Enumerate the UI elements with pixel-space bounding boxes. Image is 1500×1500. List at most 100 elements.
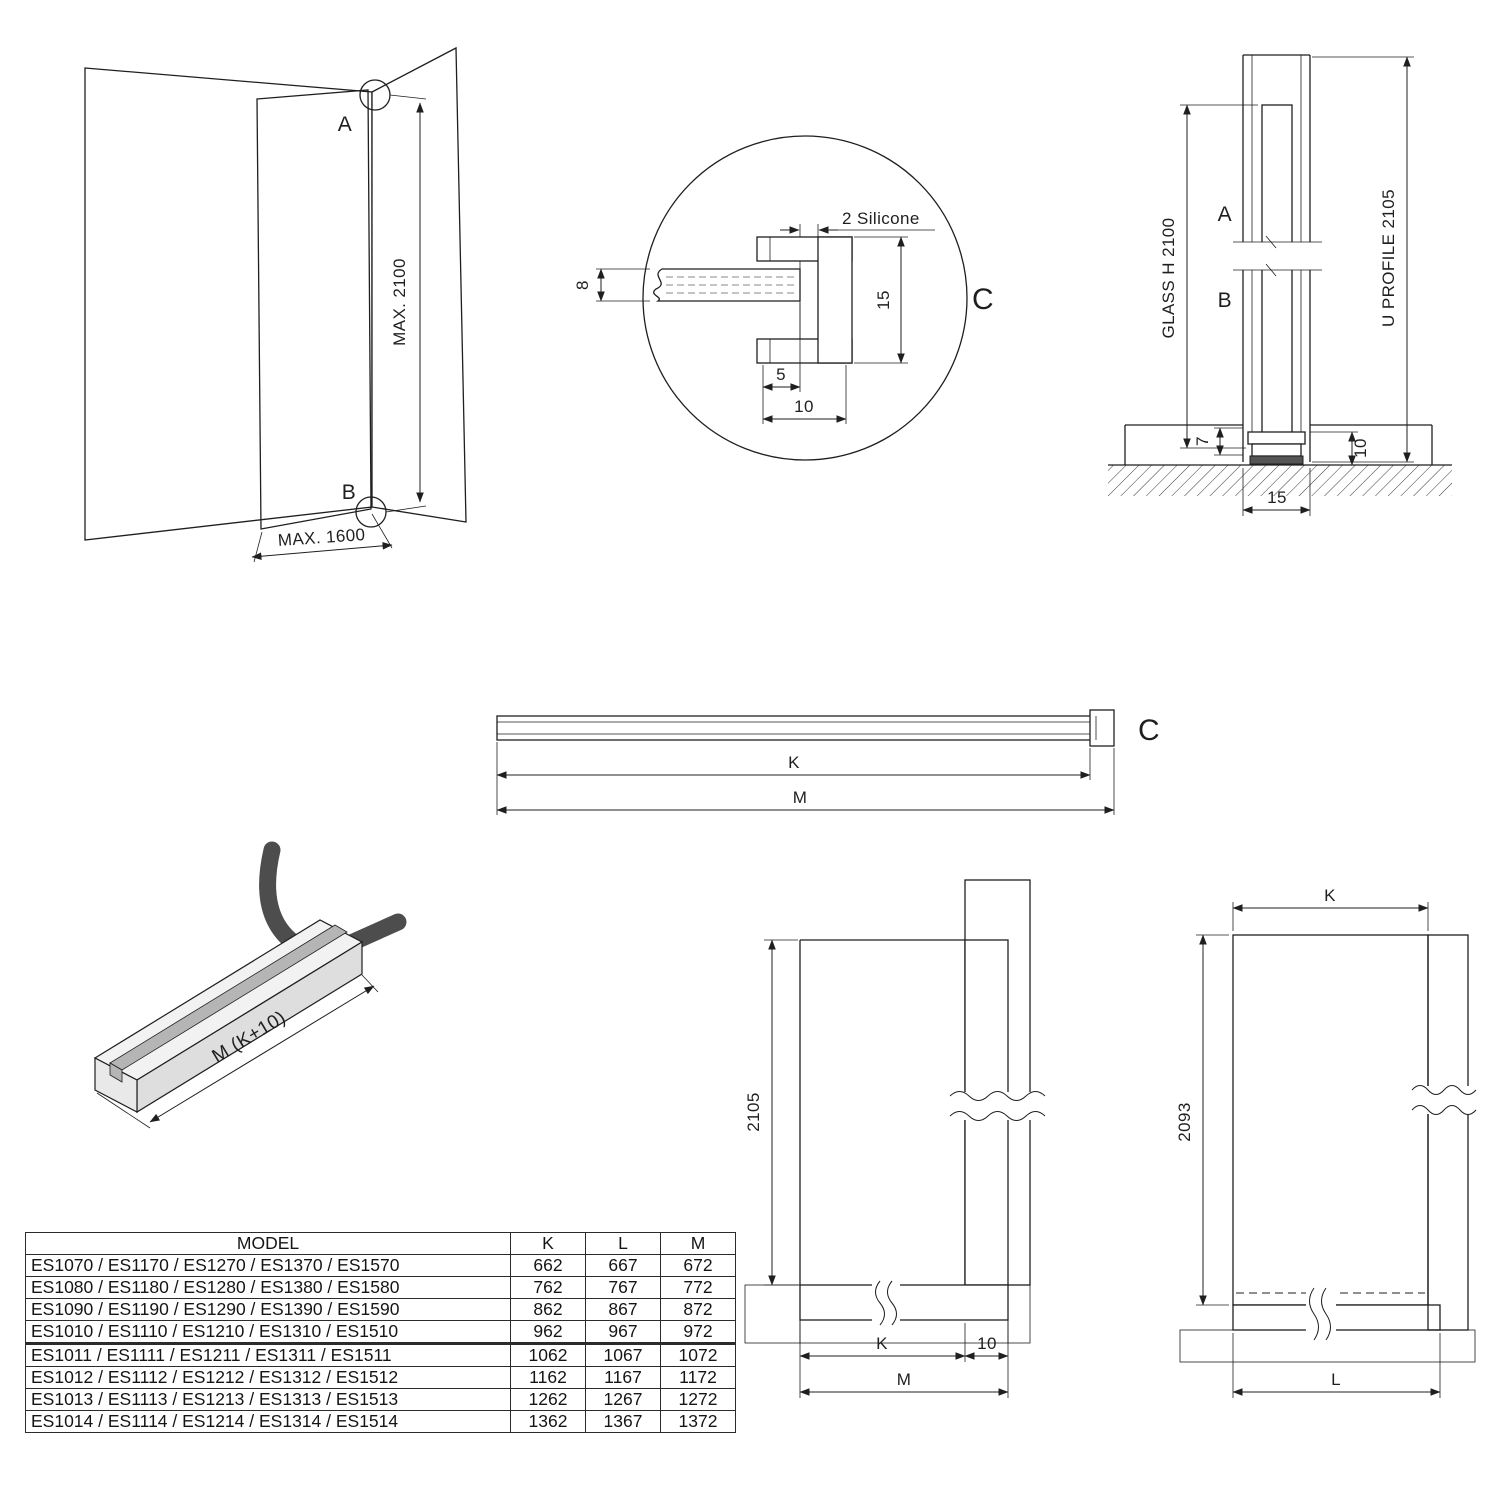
dim-text-5: 5 — [776, 365, 786, 384]
glass-panel — [256, 89, 372, 530]
cell-k: 662 — [510, 1254, 586, 1277]
wall-hatch-right — [1427, 934, 1469, 1331]
dim-10-section: 10 — [1310, 431, 1370, 466]
iso-corner-view: A B MAX. 2100 MAX. 1600 — [84, 46, 467, 563]
dim-text-uprofile: U PROFILE 2105 — [1379, 189, 1398, 327]
dim-text-k-elev: K — [876, 1334, 888, 1353]
col-header-m: M — [660, 1232, 736, 1255]
detail-c-view: 2 Silicone 8 15 5 10 C — [573, 135, 994, 461]
table-row: ES1070 / ES1170 / ES1270 / ES1370 / ES15… — [25, 1254, 736, 1277]
label-a-section: A — [1218, 203, 1232, 226]
label-c-plan: C — [1138, 714, 1160, 747]
bottom-profile-elevation — [1232, 1304, 1441, 1331]
cell-m: 1172 — [660, 1366, 736, 1389]
dim-text-m-elev: M — [897, 1370, 912, 1389]
dim-text-15: 15 — [874, 290, 893, 310]
label-a: A — [338, 113, 352, 136]
cell-l: 867 — [585, 1298, 661, 1321]
dim-k-elevation: K — [799, 1323, 966, 1398]
break-band — [1230, 235, 1325, 277]
dim-15-section: 15 — [1242, 468, 1311, 516]
dim-k-glass: K — [1232, 886, 1429, 931]
left-wall — [84, 67, 373, 541]
silicone-bead — [799, 260, 819, 340]
glass-edge — [653, 268, 801, 302]
cell-model: ES1012 / ES1112 / ES1212 / ES1312 / ES15… — [25, 1366, 511, 1389]
bottom-fixing — [1247, 431, 1306, 465]
cell-model: ES1010 / ES1110 / ES1210 / ES1310 / ES15… — [25, 1320, 511, 1345]
table-row: ES1014 / ES1114 / ES1214 / ES1314 / ES15… — [25, 1410, 736, 1433]
dim-text-k-glass: K — [1324, 886, 1336, 905]
dim-channel-depth: 10 — [762, 365, 847, 424]
walls — [84, 46, 467, 541]
dim-silicone: 2 Silicone — [780, 209, 935, 237]
profile-end-detail — [1089, 709, 1115, 747]
cell-m: 772 — [660, 1276, 736, 1299]
col-header-model: MODEL — [25, 1232, 511, 1255]
table-row: ES1010 / ES1110 / ES1210 / ES1310 / ES15… — [25, 1320, 736, 1345]
profile-iso-view: M (K+10) — [93, 841, 407, 1129]
dim-text-glass-h: GLASS H 2100 — [1159, 217, 1178, 338]
col-header-l: L — [585, 1232, 661, 1255]
table-row: ES1012 / ES1112 / ES1212 / ES1312 / ES15… — [25, 1366, 736, 1389]
cell-k: 1162 — [510, 1366, 586, 1389]
dim-text-max-2100: MAX. 2100 — [390, 258, 409, 346]
base-plinth — [1108, 424, 1452, 496]
cell-m: 972 — [660, 1320, 736, 1345]
u-profile-section — [756, 236, 853, 364]
dim-text-10-elev: 10 — [977, 1334, 997, 1353]
cell-model: ES1080 / ES1180 / ES1280 / ES1380 / ES15… — [25, 1276, 511, 1299]
profile-plan-view: C K M — [496, 709, 1160, 815]
band-break — [872, 1280, 900, 1326]
cell-k: 962 — [510, 1320, 586, 1345]
cell-l: 1367 — [585, 1410, 661, 1433]
dim-max-height: MAX. 2100 — [385, 94, 427, 513]
label-b: B — [342, 481, 356, 504]
model-table: MODEL K L M ES1070 / ES1170 / ES1270 / E… — [25, 1232, 736, 1433]
wall-break — [949, 1091, 1046, 1121]
profile-bar — [496, 715, 1108, 741]
table-row: ES1080 / ES1180 / ES1280 / ES1380 / ES15… — [25, 1276, 736, 1299]
cell-model: ES1011 / ES1111 / ES1211 / ES1311 / ES15… — [25, 1343, 511, 1367]
dim-profile-height: 15 — [854, 236, 908, 364]
label-b-section: B — [1218, 289, 1232, 312]
dim-7: 7 — [1193, 427, 1243, 456]
dim-glass-thickness: 8 — [573, 268, 650, 302]
dim-text-k-plan: K — [788, 753, 800, 772]
profile-web — [817, 236, 853, 364]
cell-m: 1072 — [660, 1343, 736, 1367]
glass-elevation-view: K 2093 L — [1175, 886, 1477, 1398]
glass-core-lines — [666, 276, 796, 294]
dim-text-7: 7 — [1193, 436, 1212, 446]
right-wall — [371, 46, 467, 523]
cell-k: 1062 — [510, 1343, 586, 1367]
cell-l: 1267 — [585, 1388, 661, 1411]
dim-2105: 2105 — [744, 939, 798, 1286]
table-row: ES1013 / ES1113 / ES1213 / ES1313 / ES15… — [25, 1388, 736, 1411]
dim-m-plan: M — [496, 748, 1115, 815]
dim-text-2105: 2105 — [744, 1092, 763, 1131]
cell-k: 862 — [510, 1298, 586, 1321]
dim-text-max-1600: MAX. 1600 — [277, 525, 366, 550]
wall-break-right — [1411, 1085, 1477, 1115]
cell-m: 872 — [660, 1298, 736, 1321]
dim-10-elevation: 10 — [964, 1323, 1009, 1398]
dim-l-glass: L — [1232, 1333, 1441, 1398]
cell-model: ES1090 / ES1190 / ES1290 / ES1390 / ES15… — [25, 1298, 511, 1321]
cell-m: 1372 — [660, 1410, 736, 1433]
cell-k: 1262 — [510, 1388, 586, 1411]
dim-lip: 5 — [762, 303, 801, 424]
cell-model: ES1014 / ES1114 / ES1214 / ES1314 / ES15… — [25, 1410, 511, 1433]
glass-panel-elevation — [1232, 934, 1429, 1306]
glass-pane-section — [1261, 104, 1293, 449]
bottom-profile-band — [799, 1284, 1009, 1321]
cell-m: 1272 — [660, 1388, 736, 1411]
dim-glass-height: GLASS H 2100 — [1159, 104, 1258, 449]
dim-text-l-glass: L — [1331, 1370, 1341, 1389]
col-header-k: K — [510, 1232, 586, 1255]
dim-k-plan: K — [496, 742, 1091, 815]
wall-section-view: A B GLASS H 2100 U PROFILE 2105 7 10 — [1108, 54, 1452, 516]
ground-hatch — [1108, 465, 1452, 496]
